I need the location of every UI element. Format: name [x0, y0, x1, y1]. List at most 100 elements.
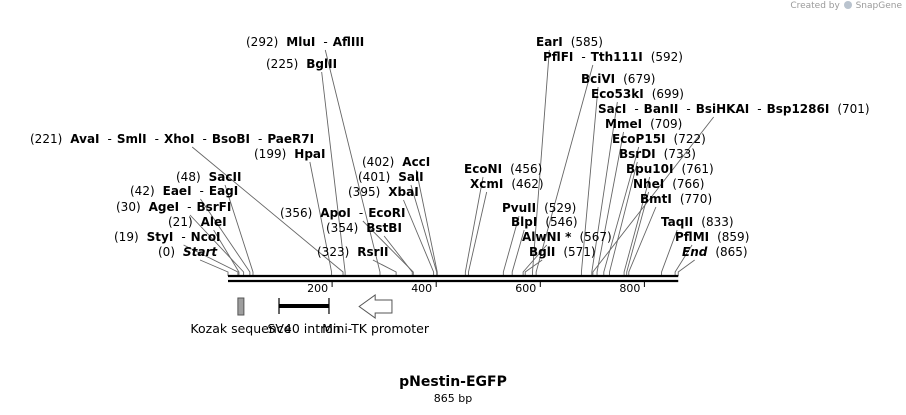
enzyme-name: BglI: [529, 245, 555, 259]
enzyme-name: PflFI: [543, 50, 573, 64]
site-position: (323): [317, 245, 349, 259]
site-leader-line: [623, 176, 651, 276]
site-position: (585): [571, 35, 603, 49]
site-position: (292): [246, 35, 278, 49]
site-leader-line: [532, 49, 550, 276]
enzyme-name: BsrFI: [196, 200, 231, 214]
enzyme-name: MluI: [286, 35, 315, 49]
enzyme-name: AleI: [201, 215, 227, 229]
feature-sv40-intron: SV40 intron: [267, 298, 341, 336]
site-position: (766): [672, 177, 704, 191]
scale-tick-label: 400: [411, 282, 432, 295]
site-position: (567): [579, 230, 611, 244]
site-leader-line: [199, 259, 229, 276]
enzyme-name: StyI: [147, 230, 174, 244]
enzyme-name: AvaI: [70, 132, 99, 146]
enzyme-name: Tth111I: [591, 50, 643, 64]
site-label: Eco53kI(699): [591, 87, 684, 101]
enzyme-name: SmlI: [117, 132, 147, 146]
enzyme-name: HpaI: [294, 147, 325, 161]
site-label: (401) SalI: [358, 170, 424, 184]
site-leader-line: [596, 131, 624, 276]
enzyme-separator: -: [634, 102, 638, 116]
site-position: (456): [510, 162, 542, 176]
site-position: (401): [358, 170, 390, 184]
site-position: (722): [674, 132, 706, 146]
enzyme-name: Eco53kI: [591, 87, 644, 101]
site-label: BlpI(546): [511, 215, 578, 229]
site-leader-line: [524, 259, 543, 276]
enzyme-name: EcoNI: [464, 162, 502, 176]
site-label: BglI(571): [529, 245, 596, 259]
plasmid-size: 865 bp: [433, 392, 473, 405]
site-label: EarI(585): [536, 35, 603, 49]
enzyme-name: BmtI: [640, 192, 672, 206]
enzyme-name: BciVI: [581, 72, 615, 86]
site-label: AlwNI *(567): [522, 230, 612, 244]
site-position: (356): [280, 206, 312, 220]
feature-mini-tk-promoter: Mini-TK promoter: [322, 294, 430, 336]
enzyme-separator: -: [581, 50, 585, 64]
site-position: (221): [30, 132, 62, 146]
site-position: (679): [623, 72, 655, 86]
site-leader-line: [535, 64, 594, 276]
site-label: (402)AccI: [362, 155, 430, 169]
enzyme-name: SacII: [209, 170, 242, 184]
site-leader-line: [415, 169, 438, 276]
scale-tick-label: 600: [515, 282, 536, 295]
site-position: (354): [326, 221, 358, 235]
site-label: (221)AvaI-SmlI-XhoI-BsoBI-PaeR7I: [30, 132, 314, 146]
enzyme-name: BstBI: [366, 221, 402, 235]
enzyme-name: BsrDI: [619, 147, 656, 161]
snapgene-logo-icon: [843, 1, 852, 9]
site-label: (0)Start: [158, 245, 218, 259]
site-label: (42)EaeI-EagI: [130, 184, 238, 198]
enzyme-name: AccI: [402, 155, 430, 169]
site-leader-line: [309, 161, 333, 276]
site-leader-line: [591, 101, 618, 276]
enzyme-separator: -: [181, 230, 185, 244]
feature-box: [237, 297, 245, 316]
enzyme-separator: -: [359, 206, 363, 220]
enzyme-name: SalI: [398, 170, 423, 184]
site-label: (225)BglII: [266, 57, 337, 71]
site-position: (42): [130, 184, 155, 198]
site-leader-line: [224, 184, 254, 276]
enzyme-separator: -: [258, 132, 262, 146]
site-label: (48)SacII: [176, 170, 241, 184]
site-position: (761): [681, 162, 713, 176]
enzyme-name: EaeI: [163, 184, 192, 198]
enzyme-separator: -: [200, 184, 204, 198]
site-leader-line: [464, 176, 484, 276]
site-leader-line: [191, 146, 344, 276]
enzyme-name: RsrII: [357, 245, 388, 259]
site-position: (462): [511, 177, 543, 191]
site-label: (354) BstBI: [326, 221, 402, 235]
site-label: (19) StyI-NcoI: [114, 230, 221, 244]
site-leader-line: [362, 220, 414, 276]
enzyme-name: AflIII: [333, 35, 365, 49]
site-label: Bpu10I(761): [626, 162, 714, 176]
site-leader-line: [410, 184, 438, 276]
site-leader-line: [609, 161, 638, 276]
scale-tick-label: 800: [619, 282, 640, 295]
site-label: NheI(766): [633, 177, 704, 191]
site-position: (0): [158, 245, 175, 259]
feature-label: SV40 intron: [267, 321, 340, 336]
site-position: (395): [348, 185, 380, 199]
credit-prefix: Created by: [790, 1, 840, 11]
site-position: (592): [651, 50, 683, 64]
snapgene-credit: Created by SnapGene: [790, 1, 902, 11]
enzyme-name: SacI: [598, 102, 626, 116]
site-position: (19): [114, 230, 139, 244]
site-label: (356)ApoI-EcoRI: [280, 206, 405, 220]
enzyme-name: EcoP15I: [612, 132, 666, 146]
feature-label: Mini-TK promoter: [322, 321, 430, 336]
site-label: BciVI (679): [581, 72, 655, 86]
enzyme-separator: -: [323, 35, 327, 49]
site-position: (529): [544, 201, 576, 215]
enzyme-name: MmeI: [605, 117, 642, 131]
enzyme-name: NcoI: [191, 230, 221, 244]
site-position: (225): [266, 57, 298, 71]
enzyme-name: XhoI: [164, 132, 195, 146]
